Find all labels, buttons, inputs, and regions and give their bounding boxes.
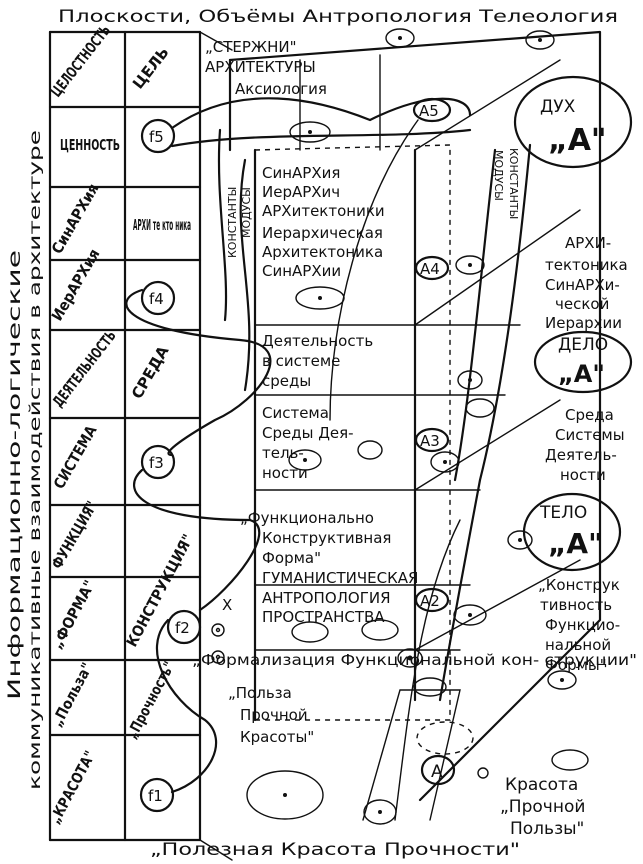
activity-line-3: среды xyxy=(262,372,311,390)
cell-value: ЦЕННОСТЬ xyxy=(60,136,120,154)
constants-label-right: КОНСТАНТЫ xyxy=(507,148,520,219)
synarchy-line-6: СинАРХии xyxy=(262,262,341,280)
right-column: ДУХ „А" АРХИ- тектоника СинАРХи- ческой … xyxy=(500,75,633,839)
f2-label: f2 xyxy=(175,619,190,637)
cell-synarchy: СинАРХия xyxy=(48,180,103,257)
axiology-line-3: Аксиология xyxy=(235,80,327,98)
footer-caption: „Полезная Красота Прочности" xyxy=(150,840,520,860)
constr-line-4: нальной xyxy=(545,636,611,654)
synarchy-line-5: Архитектоника xyxy=(262,243,383,261)
f5-label: f5 xyxy=(149,128,164,146)
cell-form: „ФОРМА" xyxy=(48,577,99,652)
activity-line-2: в системе xyxy=(262,352,340,370)
axiology-line-2: АРХИТЕКТУРЫ xyxy=(205,58,316,76)
form-line-1: „Функционально xyxy=(240,509,374,527)
spirit-title: ДУХ xyxy=(540,97,576,117)
cell-system: СИСТЕМА xyxy=(50,422,101,492)
block-axiology: „СТЕРЖНИ" АРХИТЕКТУРЫ Аксиология xyxy=(205,38,327,98)
form-line-3: Форма" xyxy=(262,549,321,567)
a2-label: A2 xyxy=(420,592,440,610)
block-activity: Деятельность в системе среды xyxy=(262,332,373,390)
arch-line-1: АРХИ- xyxy=(565,234,611,252)
vertical-inner-label: коммуникативные взаимодействия в архитек… xyxy=(26,130,44,790)
f-nodes: f5 f4 f3 f2 f1 X xyxy=(139,118,232,813)
concept-grid xyxy=(48,30,233,861)
env-line-1: Среда xyxy=(565,406,614,424)
modes-label-right: МОДУСЫ xyxy=(492,150,505,201)
form-line-5: АНТРОПОЛОГИЯ xyxy=(262,589,391,607)
f3-label: f3 xyxy=(149,454,164,472)
cell-goal: ЦЕЛЬ xyxy=(129,44,173,93)
a-nodes: A5 A4 A3 A2 A xyxy=(412,97,489,786)
axiology-line-1: „СТЕРЖНИ" xyxy=(205,38,297,56)
cell-architectonics: АРХИ те кто ника xyxy=(133,216,191,234)
a3-label: A3 xyxy=(420,432,440,450)
spirit-a: „А" xyxy=(548,123,607,158)
form-line-4: ГУМАНИСТИЧЕСКАЯ xyxy=(262,569,418,587)
system-line-2: Среды Дея- xyxy=(262,424,354,442)
cell-hierarchy: ИерАРХия xyxy=(48,246,104,324)
deed-title: ДЕЛО xyxy=(558,335,608,355)
form-line-2: Конструктивная xyxy=(262,529,391,547)
block-benefit: „Польза Прочной Красоты" xyxy=(228,684,314,746)
grid-labels: ЦЕЛОСТНОСТЬ ЦЕЛЬ ЦЕННОСТЬ СинАРХия АРХИ … xyxy=(46,22,198,827)
cell-strength: „Прочность" xyxy=(123,658,179,742)
x-label: X xyxy=(222,596,232,614)
formalization-caption: „Формализация Функциональной кон- струкц… xyxy=(192,651,637,669)
cell-benefit: „Польза" xyxy=(48,660,97,730)
beauty-line-2: „Прочной xyxy=(500,797,585,817)
body-a: „А" xyxy=(548,527,603,560)
arch-line-5: Иерархии xyxy=(545,314,622,332)
central-box xyxy=(228,30,602,802)
block-synarchy: СинАРХия ИерАРХич АРХитектоники Иерархич… xyxy=(262,164,385,280)
synarchy-line-1: СинАРХия xyxy=(262,164,340,182)
f4-label: f4 xyxy=(149,290,164,308)
cell-wholeness: ЦЕЛОСТНОСТЬ xyxy=(47,22,114,101)
f1-label: f1 xyxy=(148,787,163,805)
block-form: „Функционально Конструктивная Форма" ГУМ… xyxy=(240,509,418,626)
body-title: ТЕЛО xyxy=(539,503,587,523)
benefit-line-3: Красоты" xyxy=(240,728,314,746)
node-ellipses xyxy=(246,28,589,825)
modes-label-left: МОДУСЫ xyxy=(240,187,253,238)
benefit-line-1: „Польза xyxy=(228,684,292,702)
env-line-3: Деятель- xyxy=(545,446,617,464)
constr-line-1: „Конструк xyxy=(538,576,620,594)
arch-line-4: ческой xyxy=(555,295,609,313)
arch-line-3: СинАРХи- xyxy=(545,276,620,294)
a4-label: A4 xyxy=(420,260,440,278)
benefit-line-2: Прочной xyxy=(240,706,308,724)
system-line-1: Система xyxy=(262,404,329,422)
header-title: Плоскости, Объёмы Антропология Телеологи… xyxy=(58,7,618,27)
synarchy-line-4: Иерархическая xyxy=(262,224,383,242)
a1-label: A xyxy=(431,762,443,782)
form-line-6: ПРОСТРАНСТВА xyxy=(262,608,385,626)
constr-line-5: Формы" xyxy=(545,656,607,674)
env-line-4: ности xyxy=(560,466,606,484)
env-line-2: Системы xyxy=(555,426,625,444)
deed-a: „А" xyxy=(558,360,605,388)
system-line-3: тель- xyxy=(262,444,304,462)
beauty-line-1: Красота xyxy=(505,775,578,795)
vertical-outer-label: Информационно-логические xyxy=(5,250,25,700)
cell-activity: ДЕЯТЕЛЬНОСТЬ xyxy=(49,327,120,411)
synarchy-line-3: АРХитектоники xyxy=(262,202,385,220)
constants-label-left: КОНСТАНТЫ xyxy=(226,187,239,258)
constr-line-2: тивность xyxy=(540,596,612,614)
block-system: Система Среды Дея- тель- ности xyxy=(262,404,354,482)
system-line-4: ности xyxy=(262,464,308,482)
activity-line-1: Деятельность xyxy=(262,332,373,350)
cell-beauty: „КРАСОТА" xyxy=(46,748,99,827)
cell-function: ФУНКЦИЯ" xyxy=(48,498,101,572)
constr-line-3: Функцио- xyxy=(545,616,620,634)
arch-line-2: тектоника xyxy=(545,256,628,274)
beauty-line-3: Пользы" xyxy=(510,819,584,839)
cell-environment: СРЕДА xyxy=(128,342,173,402)
synarchy-line-2: ИерАРХич xyxy=(262,183,340,201)
a5-label: A5 xyxy=(419,102,439,120)
